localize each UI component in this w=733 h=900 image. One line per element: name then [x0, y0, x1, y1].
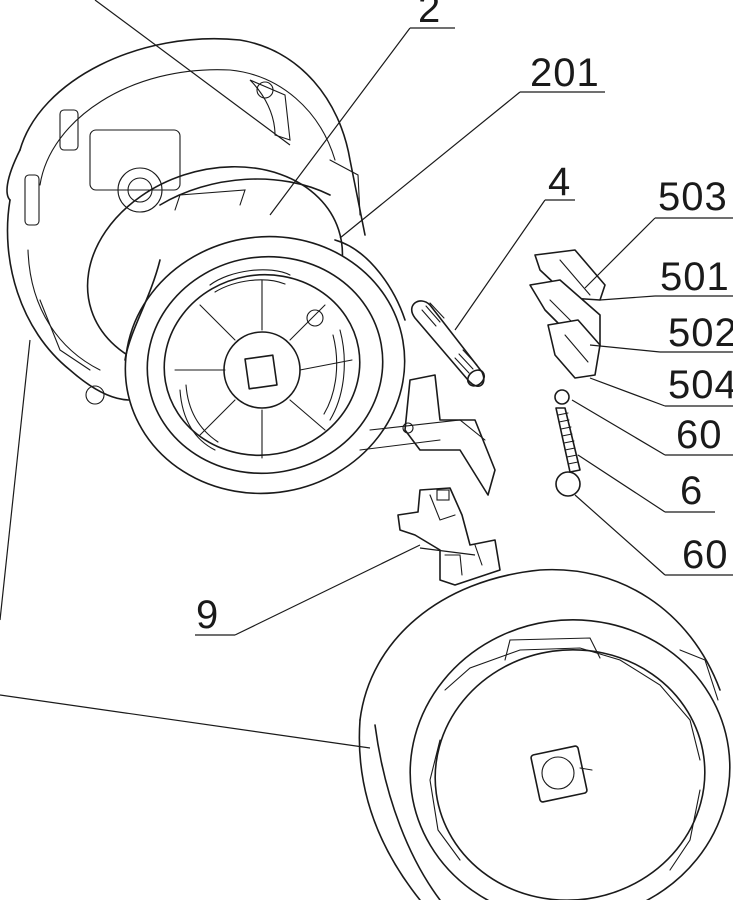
label-4: 4	[548, 160, 571, 204]
tension-spring	[554, 389, 581, 497]
spring-cylinder	[86, 165, 406, 495]
guide-piece	[397, 487, 501, 586]
label-6: 6	[680, 469, 703, 513]
label-504: 504	[668, 363, 733, 407]
label-201: 201	[530, 51, 600, 95]
label-2: 2	[418, 0, 441, 31]
label-503: 503	[658, 175, 728, 219]
pin-part	[410, 300, 486, 387]
reference-labels: 2 201 4 503 501 502 504 60 6 60 9	[196, 0, 733, 637]
label-501: 501	[660, 255, 730, 299]
leader-lines	[0, 0, 733, 749]
cover-cap	[358, 568, 731, 900]
label-9: 9	[196, 593, 219, 637]
lever-bracket	[359, 374, 496, 496]
motor-housing	[6, 38, 366, 405]
label-60-upper: 60	[676, 413, 723, 457]
label-60-lower: 60	[682, 533, 729, 577]
latch-assembly	[529, 249, 606, 379]
spool-face	[163, 269, 361, 459]
label-502: 502	[668, 311, 733, 355]
